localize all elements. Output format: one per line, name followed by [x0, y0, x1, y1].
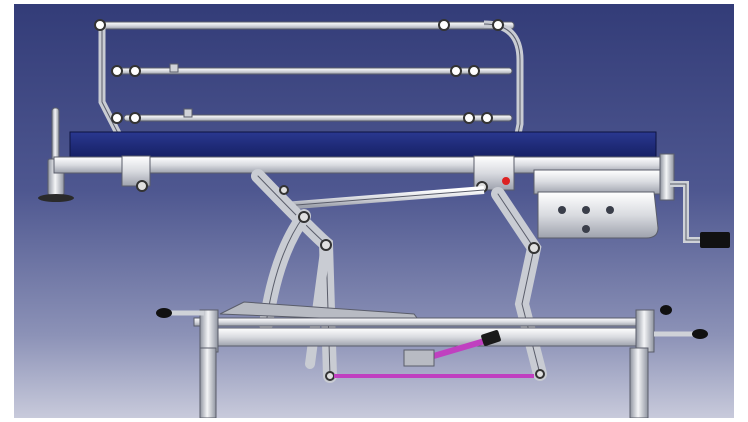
cad-3d-viewport[interactable] — [14, 4, 734, 418]
crank-handle[interactable] — [670, 181, 730, 248]
caster-legs — [199, 347, 649, 418]
bed-model-drawing — [38, 19, 730, 418]
mattress — [69, 131, 657, 161]
status-indicator — [502, 177, 510, 185]
upper-frame — [53, 153, 675, 201]
control-box — [537, 191, 659, 239]
base-frame — [156, 301, 708, 353]
rail-joint — [94, 19, 504, 124]
lift-actuator — [334, 330, 534, 378]
head-post — [38, 107, 74, 202]
